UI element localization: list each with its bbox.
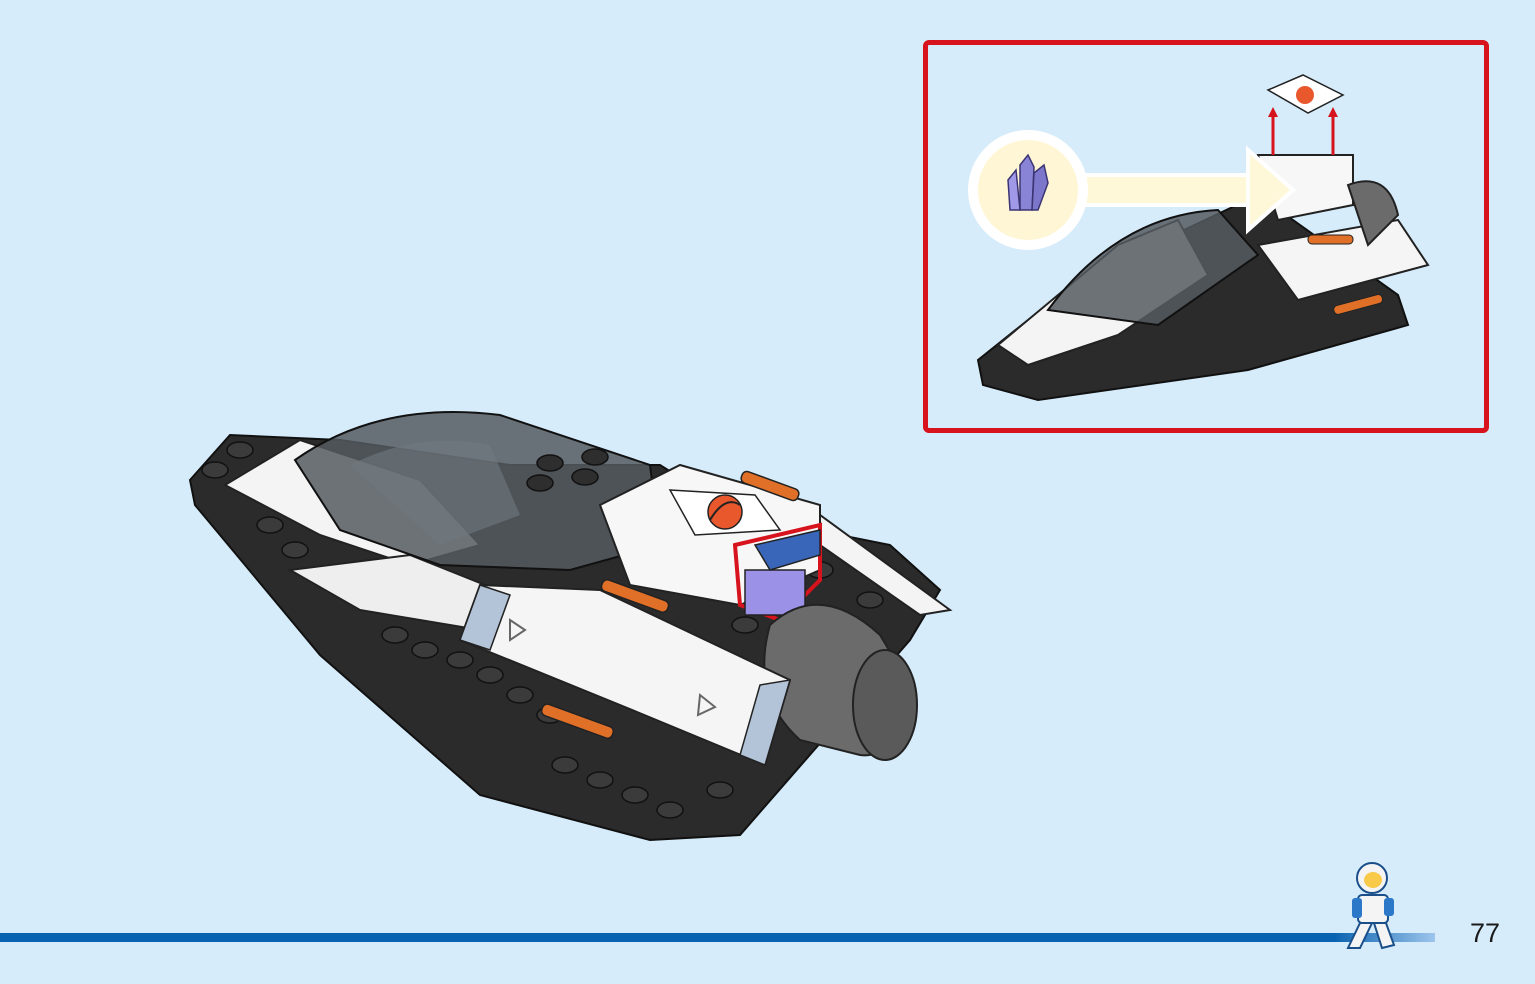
astronaut-minifig-icon	[1346, 862, 1396, 950]
dark-canopy	[293, 411, 662, 572]
page-progress-bar	[0, 933, 1435, 942]
planet-icon	[707, 494, 743, 530]
step-callout-box	[923, 40, 1489, 433]
grey-engine-cone	[763, 603, 918, 761]
orange-clips	[540, 470, 800, 739]
arrow-right-icon	[1066, 145, 1297, 235]
callout-illustration	[968, 74, 1430, 402]
highlighted-new-part	[732, 522, 822, 623]
white-side-pod	[458, 583, 792, 767]
purple-crystal-icon	[968, 130, 1088, 250]
callout-ship	[976, 154, 1430, 402]
page-number: 77	[1469, 918, 1501, 948]
main-build-illustration	[188, 411, 953, 842]
planet-tile-icon	[1266, 74, 1345, 155]
